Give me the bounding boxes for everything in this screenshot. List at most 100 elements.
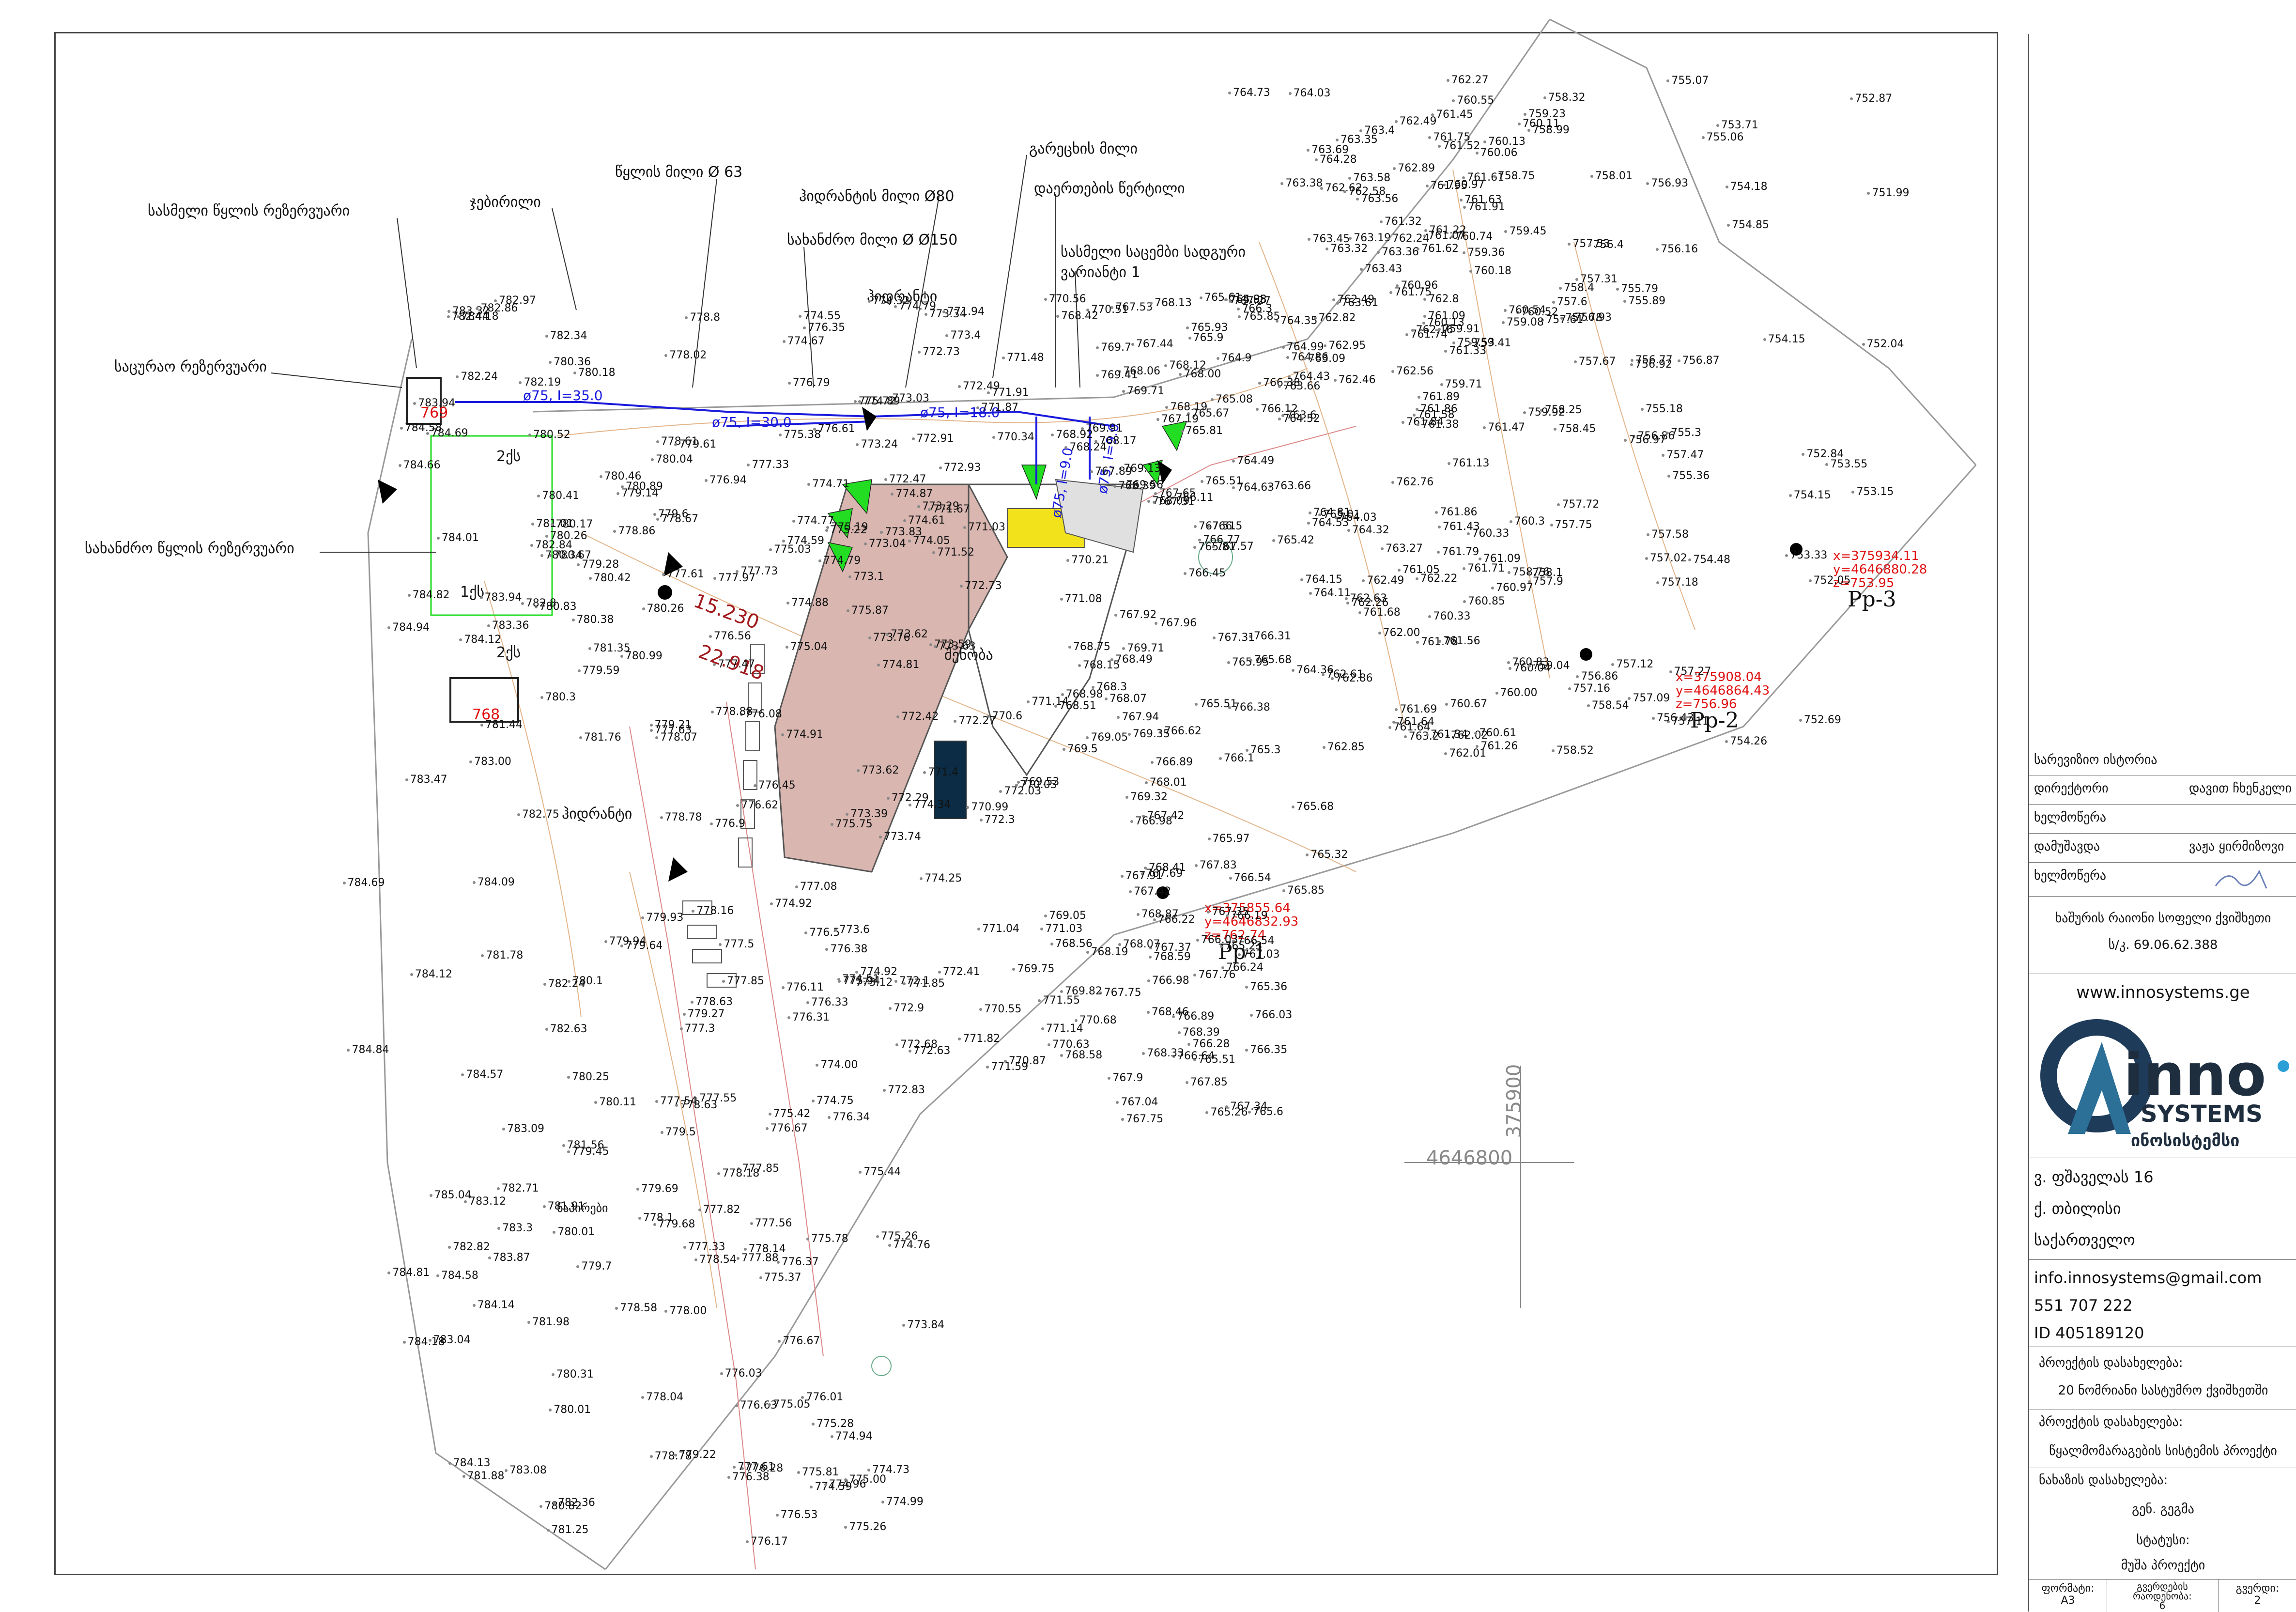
spot-elevation: 773.03 <box>887 392 929 404</box>
spot-elevation: 784.58 <box>400 422 442 434</box>
spot-marker <box>1568 243 1571 246</box>
spot-marker <box>857 769 860 772</box>
spot-elevation: 769.75 <box>1012 963 1054 975</box>
spot-elevation: 768.39 <box>1113 480 1156 492</box>
spot-marker <box>577 563 580 566</box>
pipe-branch <box>726 420 872 427</box>
pp1-name: Pp-1 <box>1218 940 1267 964</box>
signature2-label: ხელმოწერა <box>2034 868 2107 883</box>
spot-elevation: 765.67 <box>1187 407 1229 419</box>
spot-marker <box>1362 579 1365 582</box>
spot-marker <box>1078 664 1081 667</box>
green-areas <box>827 421 1187 573</box>
spot-elevation: 760.83 <box>1507 656 1549 668</box>
spot-marker <box>1086 308 1090 311</box>
spot-marker <box>1027 700 1030 704</box>
spot-elevation: 783.36 <box>487 620 529 632</box>
spot-elevation: 765.93 <box>1186 322 1228 334</box>
spot-marker <box>660 1131 663 1134</box>
spot-marker <box>895 1043 898 1046</box>
spot-marker <box>1785 554 1788 557</box>
spot-elevation: 774.73 <box>867 1464 909 1476</box>
spot-marker <box>1041 1027 1044 1031</box>
spot-elevation: 752.69 <box>1799 714 1841 726</box>
spot-elevation: 771.82 <box>958 1033 1000 1045</box>
spot-marker <box>765 1127 769 1130</box>
spot-elevation: 762.22 <box>1415 573 1457 585</box>
contour-lines <box>484 169 1695 1308</box>
spot-marker <box>398 464 401 467</box>
spot-elevation: 778.63 <box>691 996 733 1008</box>
spot-marker <box>792 520 795 523</box>
spot-elevation: 777.61 <box>662 568 704 580</box>
spot-marker <box>542 1205 546 1209</box>
spot-marker <box>811 1100 815 1103</box>
spot-marker <box>1155 621 1158 625</box>
spot-marker <box>1523 411 1526 414</box>
spot-marker <box>1129 890 1132 894</box>
spot-elevation: 766.98 <box>1130 815 1172 827</box>
spot-marker <box>813 427 816 431</box>
spot-marker <box>1211 545 1215 549</box>
status-label: სტატუსი: <box>2136 1533 2190 1548</box>
spot-elevation: 772.93 <box>939 462 981 474</box>
spot-elevation: 784.14 <box>472 1299 515 1311</box>
spot-elevation: 777.97 <box>713 572 755 584</box>
svg-text:inno: inno <box>2124 1042 2266 1109</box>
spot-elevation: 783.12 <box>464 1195 506 1208</box>
spot-elevation: 764.43 <box>1288 371 1330 383</box>
spot-marker <box>958 1038 961 1041</box>
spot-elevation: 766.89 <box>1151 756 1193 768</box>
spot-elevation: 758.75 <box>1493 170 1535 182</box>
spot-marker <box>567 1075 570 1079</box>
spot-elevation: 782.34 <box>545 330 587 342</box>
spot-marker <box>1423 297 1427 301</box>
spot-marker <box>1164 364 1167 368</box>
spot-marker <box>1179 372 1182 376</box>
spot-marker <box>675 1103 678 1107</box>
drawing-frame <box>54 32 1998 1575</box>
spot-marker <box>1292 669 1295 672</box>
spot-marker <box>1394 120 1398 124</box>
spot-marker <box>1308 238 1311 241</box>
spot-marker <box>781 986 785 989</box>
sheets-cell: გვერდების რაოდენობა: 6 <box>2107 1580 2219 1612</box>
spot-elevation: 766.62 <box>1159 725 1202 737</box>
spot-marker <box>1187 1043 1191 1046</box>
revision-label: სარევიზიო ისტორია <box>2034 753 2157 767</box>
leader-lines <box>271 155 1080 553</box>
spot-marker <box>685 316 688 319</box>
spot-elevation: 775.72 <box>853 395 896 407</box>
spot-elevation: 775.37 <box>759 1271 801 1284</box>
spot-elevation: 771.91 <box>986 387 1029 399</box>
spot-marker <box>1474 731 1478 735</box>
spot-elevation: 767.37 <box>1149 942 1191 954</box>
spot-elevation: 759.04 <box>1527 660 1570 672</box>
benchmark-dot-2 <box>1580 648 1592 661</box>
spot-elevation: 763.4 <box>1359 124 1395 137</box>
spot-marker <box>1475 151 1479 155</box>
spot-elevation: 779.45 <box>567 1146 609 1158</box>
spot-elevation: 764.63 <box>1232 481 1274 494</box>
spot-marker <box>966 806 970 809</box>
spot-marker <box>1425 185 1429 188</box>
spot-elevation: 775.42 <box>768 1108 811 1120</box>
email: info.innosystems@gmail.com <box>2034 1269 2262 1287</box>
spot-marker <box>649 728 653 732</box>
drawing-name: გენ. გეგმა <box>2132 1502 2194 1517</box>
spot-marker <box>1527 664 1531 667</box>
spot-elevation: 762.76 <box>1391 476 1433 488</box>
spot-elevation: 773.62 <box>885 628 928 640</box>
spot-elevation: 763.19 <box>1349 232 1391 244</box>
spot-elevation: 774.77 <box>792 515 834 527</box>
parking-4 <box>743 760 757 790</box>
spot-elevation: 783.87 <box>488 1252 530 1264</box>
spot-elevation: 758.54 <box>1587 699 1629 712</box>
spot-elevation: 773.1 <box>848 571 884 583</box>
spot-elevation: 760.13 <box>1422 317 1464 329</box>
spot-marker <box>1437 550 1440 554</box>
spot-elevation: 780.25 <box>567 1071 609 1083</box>
spot-marker <box>920 877 923 881</box>
spot-elevation: 768.07 <box>1118 938 1160 950</box>
spot-elevation: 761.69 <box>1395 703 1437 715</box>
